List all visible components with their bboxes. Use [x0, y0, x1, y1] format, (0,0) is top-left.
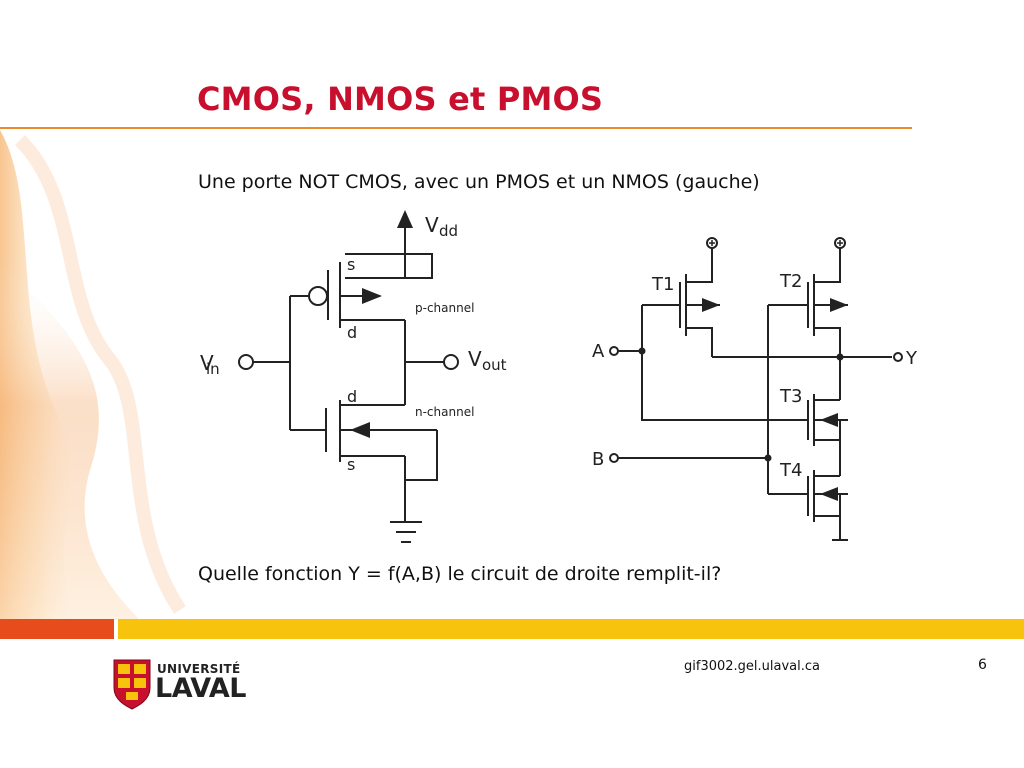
- slide-subtitle: Une porte NOT CMOS, avec un PMOS et un N…: [198, 171, 760, 193]
- pmos-drain-label: d: [347, 323, 357, 342]
- pmos-type-label: p-channel: [415, 301, 474, 315]
- footer-band-left: [0, 619, 114, 639]
- input-a-label: A: [592, 341, 605, 362]
- nmos-source-label: s: [347, 455, 355, 474]
- title-divider: [0, 127, 912, 129]
- two-input-gate-diagram: T1 T2 T3 T4 A B Y: [592, 237, 918, 541]
- footer-band-right: [118, 619, 1024, 639]
- vin-label: V: [200, 351, 214, 375]
- nmos-drain-label: d: [347, 387, 357, 406]
- universite-laval-logo: UNIVERSITÉ LAVAL: [112, 658, 246, 710]
- vdd-subscript: dd: [439, 222, 458, 240]
- t4-label: T4: [779, 460, 802, 481]
- t2-label: T2: [779, 271, 802, 292]
- slide-question: Quelle fonction Y = f(A,B) le circuit de…: [198, 563, 722, 585]
- output-y-label: Y: [905, 348, 918, 369]
- nmos-type-label: n-channel: [415, 405, 474, 419]
- logo-line-2: LAVAL: [155, 673, 246, 704]
- cmos-not-gate-diagram: V dd V in V out s d p-channel d s n-chan…: [200, 210, 520, 550]
- input-b-label: B: [592, 449, 604, 470]
- t3-label: T3: [779, 386, 802, 407]
- vin-subscript: in: [206, 360, 220, 378]
- vdd-label: V: [425, 213, 439, 237]
- logo-line-1: UNIVERSITÉ: [157, 662, 241, 676]
- page-number: 6: [978, 657, 987, 673]
- t1-label: T1: [651, 274, 674, 295]
- shield-icon: [113, 659, 151, 710]
- footer-url: gif3002.gel.ulaval.ca: [684, 659, 820, 674]
- pmos-source-label: s: [347, 255, 355, 274]
- decorative-flame-background: [0, 130, 186, 620]
- vout-label: V: [468, 347, 482, 371]
- slide-title: CMOS, NMOS et PMOS: [197, 80, 604, 118]
- vout-subscript: out: [482, 356, 507, 374]
